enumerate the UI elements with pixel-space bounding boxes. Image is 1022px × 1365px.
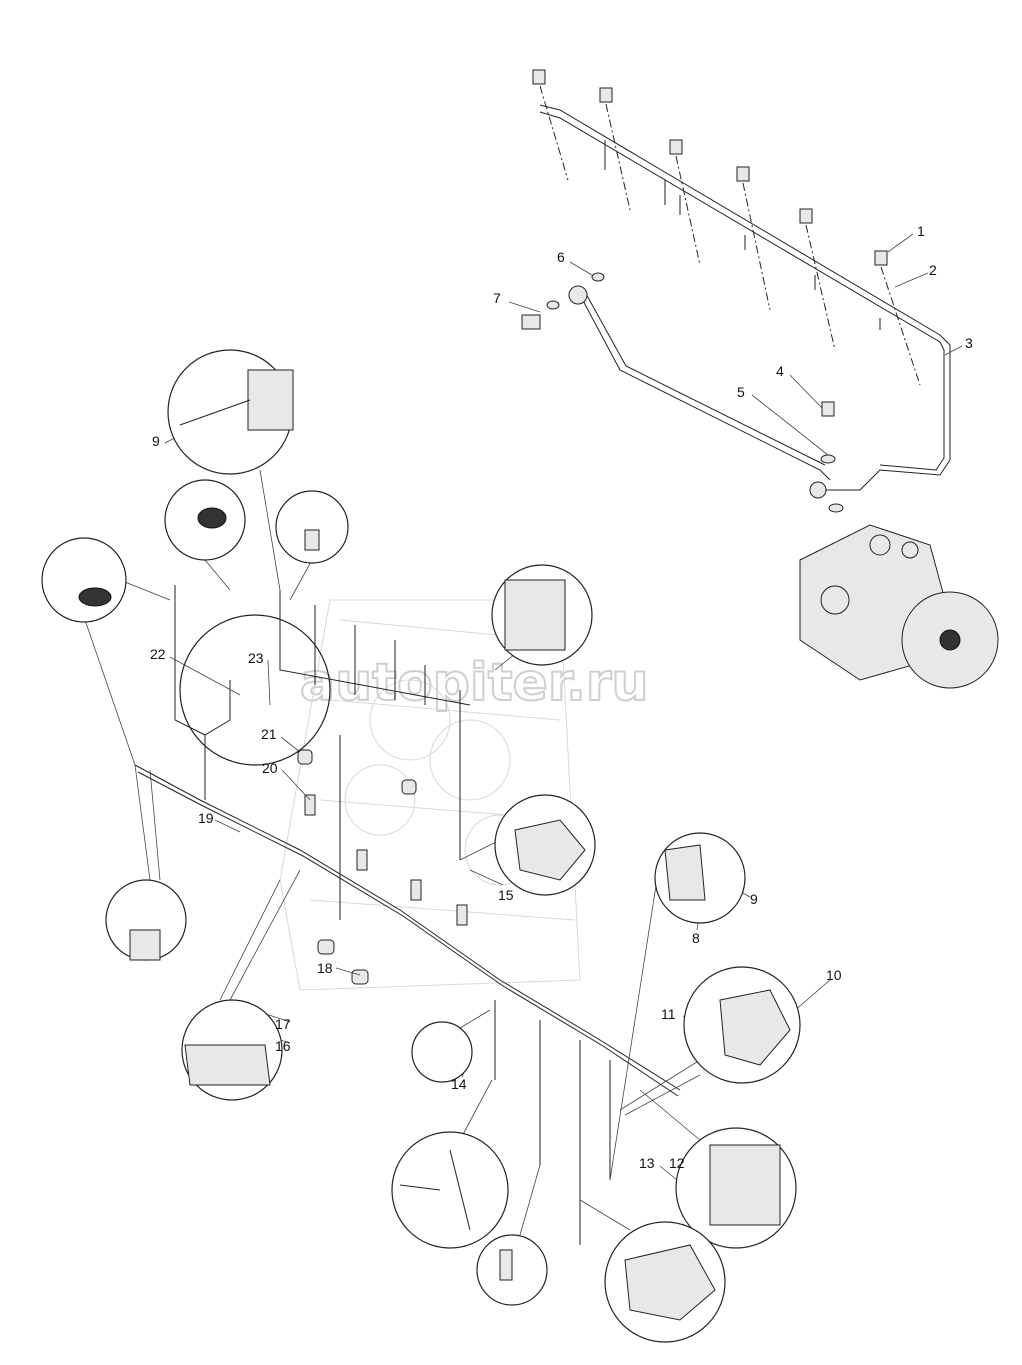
callout-23: 23 [248,650,264,666]
callout-4: 4 [776,363,784,379]
callout-9-detail: 9 [750,891,758,907]
brackets [297,749,468,985]
callout-14: 14 [451,1076,467,1092]
injector-fuel-lines [539,104,951,491]
callout-17: 17 [275,1016,291,1032]
callout-16: 16 [275,1038,291,1054]
detail-bubble-sensor [391,1131,509,1249]
callout-labels: 1 2 3 4 5 6 7 9 22 23 21 20 19 15 9 8 10… [150,223,973,1171]
callout-6: 6 [557,249,565,265]
detail-bubble-connector [41,537,127,623]
callout-2: 2 [929,262,937,278]
high-pressure-pump [799,524,999,689]
callout-13: 13 [639,1155,655,1171]
callout-5: 5 [737,384,745,400]
callout-15: 15 [498,887,514,903]
callout-22: 22 [150,646,166,662]
callout-9: 9 [152,433,160,449]
callout-20: 20 [262,760,278,776]
detail-bubble-sensor [275,490,349,564]
detail-bubble-harness [179,614,331,766]
watermark: autopiter.ru [300,653,649,713]
callout-11: 11 [661,1006,676,1022]
banjo-bolts [521,69,921,513]
wiring-harness [134,585,681,1245]
detail-bubble-clip [411,1021,473,1083]
callout-1: 1 [917,223,925,239]
callout-3: 3 [965,335,973,351]
leader-lines [84,233,963,1236]
callout-19: 19 [198,810,214,826]
callout-8: 8 [692,930,700,946]
callout-21: 21 [261,726,277,742]
callout-12: 12 [669,1155,685,1171]
callout-18: 18 [317,960,333,976]
detail-bubbles [41,349,801,1343]
callout-10: 10 [826,967,842,983]
callout-7: 7 [493,290,501,306]
